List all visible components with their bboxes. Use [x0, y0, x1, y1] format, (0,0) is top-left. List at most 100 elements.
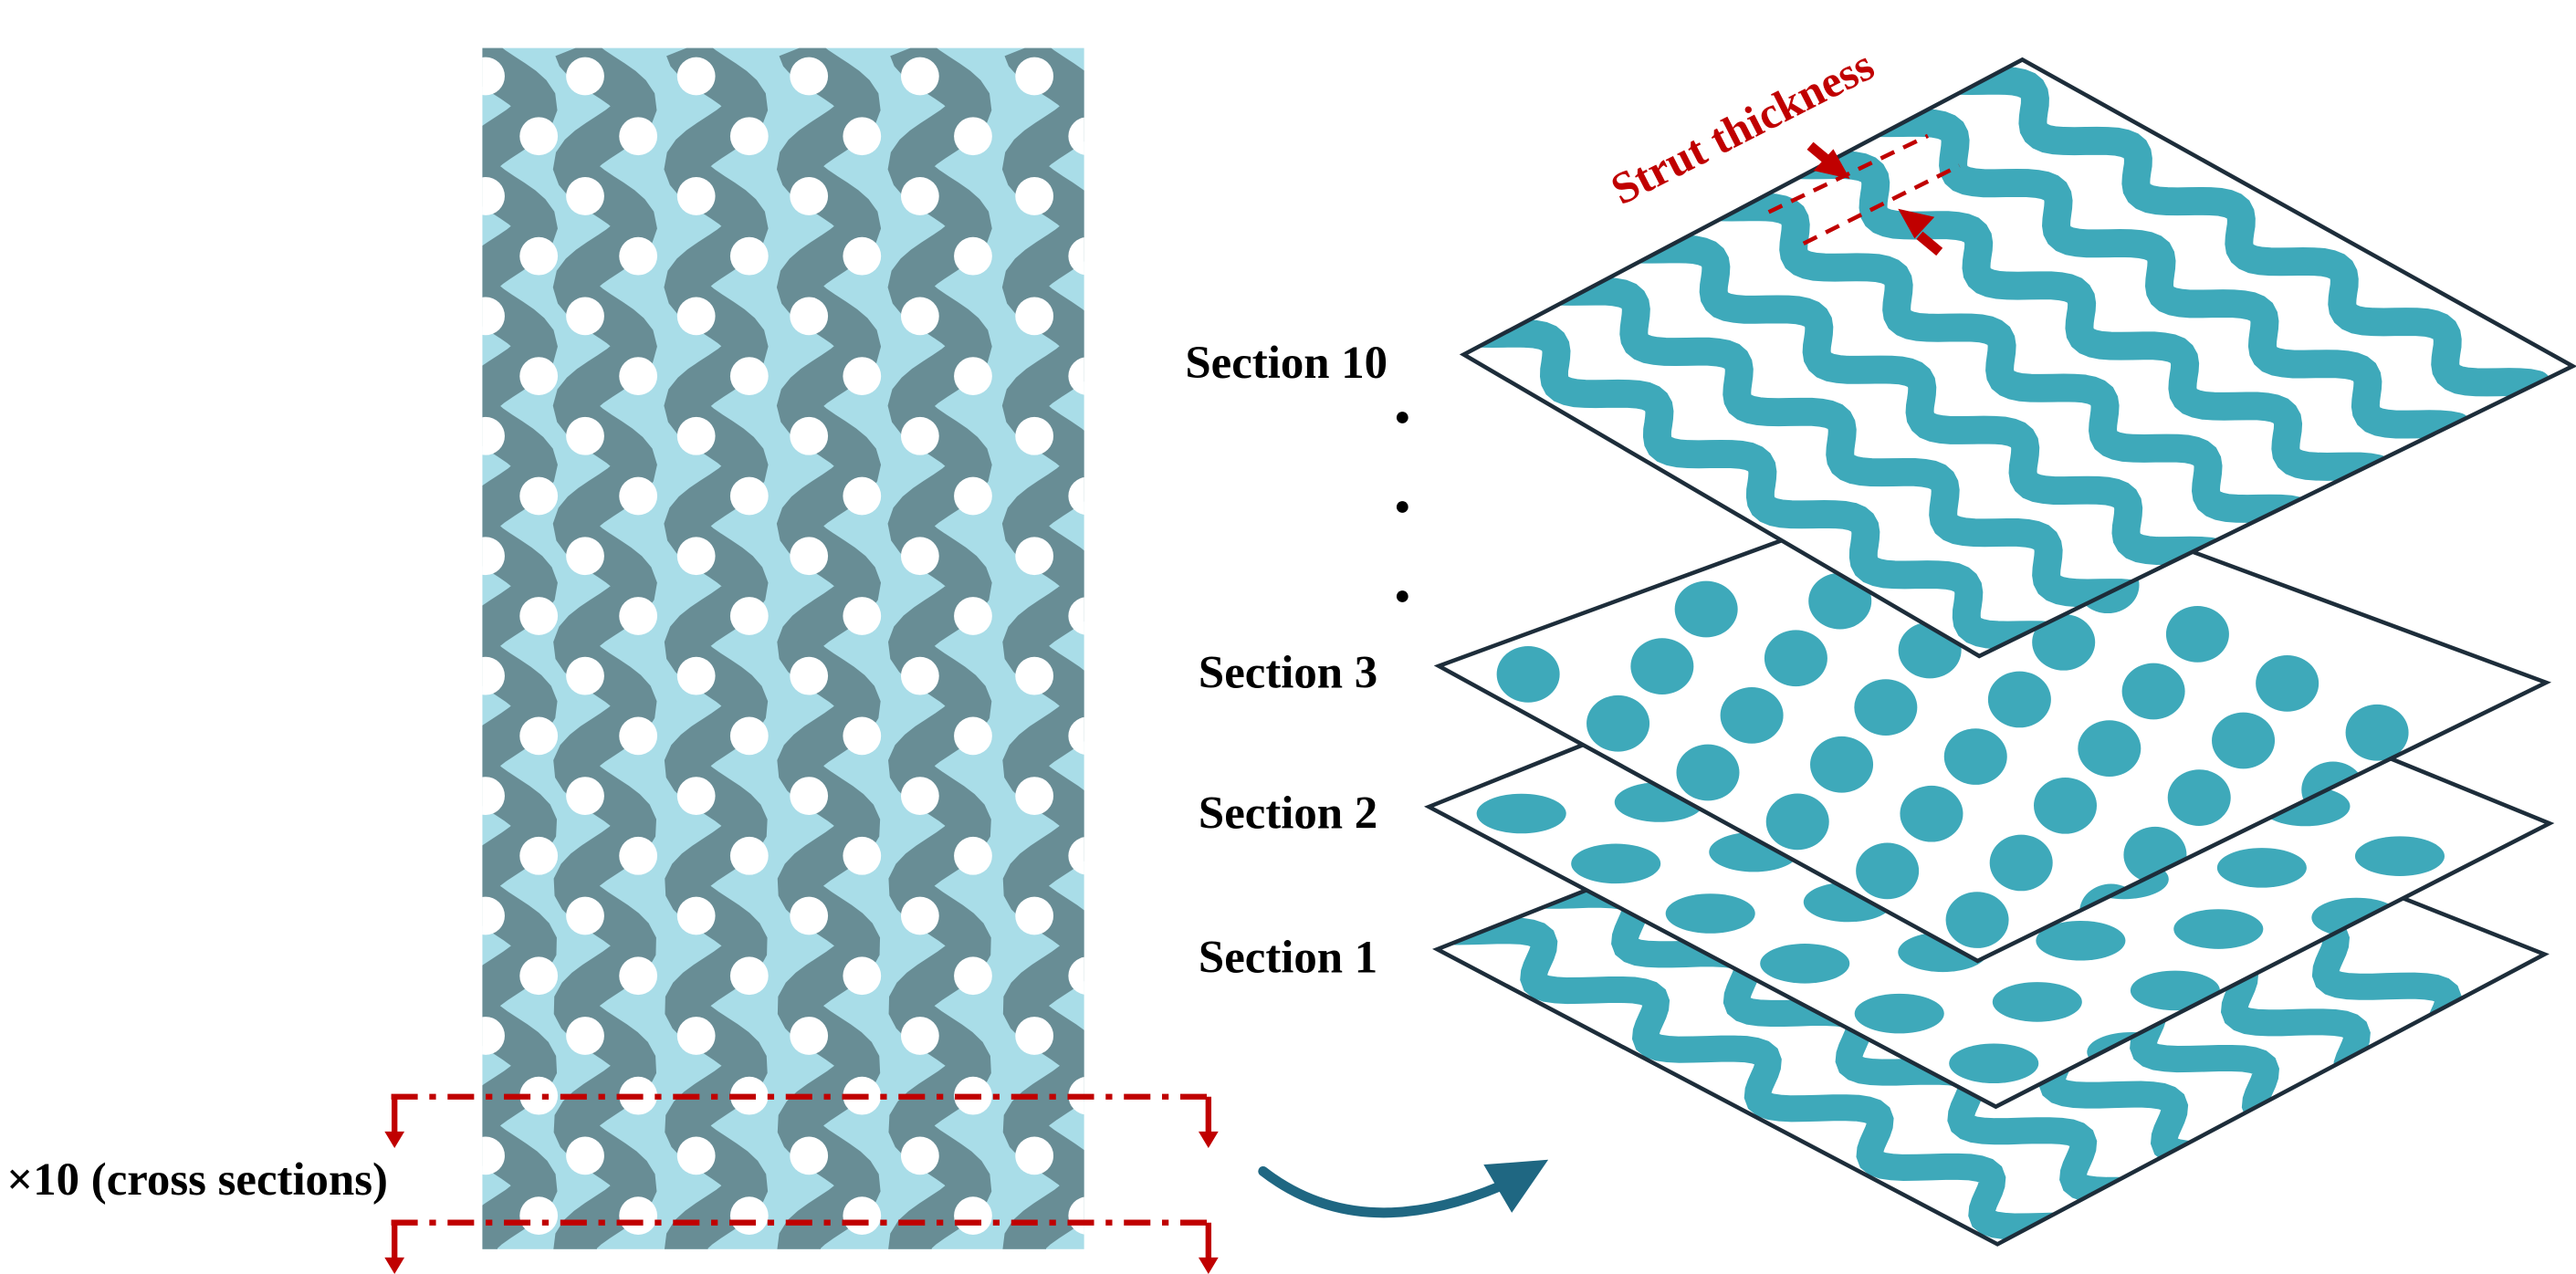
lattice-hole: [729, 597, 769, 635]
lattice-hole: [482, 416, 505, 455]
section-10-label: Section 10: [1185, 337, 1387, 388]
lattice-hole: [1015, 1257, 1053, 1274]
lattice-hole: [1015, 777, 1054, 815]
lattice-hole: [619, 476, 658, 516]
lattice-hole: [1068, 956, 1084, 995]
ellipsis-dot: [1396, 412, 1408, 423]
lattice-hole: [843, 236, 882, 276]
lattice-hole: [676, 297, 716, 336]
lattice-hole: [1015, 537, 1054, 576]
lattice-hole: [954, 476, 992, 516]
strut-stripe: [1505, 877, 2196, 1205]
lattice-hole: [790, 297, 829, 336]
strut-arrow-up-icon: [1898, 208, 1935, 239]
lattice-hole: [729, 236, 769, 276]
lattice-hole: [482, 896, 505, 935]
strut-blob: [2078, 720, 2141, 778]
lattice-hole: [900, 896, 939, 935]
lattice-hole: [729, 117, 769, 156]
lattice-hole: [954, 597, 992, 635]
lattice-hole: [954, 117, 992, 156]
lattice-hole: [900, 177, 939, 215]
lattice-hole: [901, 1257, 939, 1274]
strut-blob: [1665, 893, 1755, 934]
strut-blob: [1630, 638, 1694, 694]
strut-blob: [1943, 728, 2007, 785]
lattice-hole: [790, 1017, 829, 1055]
lattice-hole: [729, 476, 769, 516]
plane-section-10: [1459, 57, 2576, 659]
strut-blob: [2034, 777, 2098, 834]
curved-arrow-head-icon: [1483, 1159, 1549, 1213]
lattice-hole: [1015, 1017, 1054, 1055]
lattice-hole: [619, 357, 658, 395]
lattice-hole: [1015, 1136, 1054, 1175]
lattice-hole: [900, 537, 939, 576]
lattice-hole: [482, 297, 505, 336]
strut-stripe: [1437, 914, 2105, 1241]
lattice-hole: [843, 117, 882, 156]
lattice-hole: [482, 1136, 505, 1175]
lattice-hole: [790, 777, 829, 815]
lattice-hole: [1068, 117, 1084, 155]
lattice-hole: [566, 537, 604, 576]
lattice-hole: [1068, 597, 1084, 635]
lattice-hole: [519, 236, 559, 276]
lattice-hole: [519, 117, 559, 156]
strut-blob: [1856, 842, 1920, 900]
lattice-hole: [954, 236, 992, 276]
strut-blob: [1496, 645, 1560, 703]
curved-arrow-shaft: [1258, 1166, 1505, 1218]
transition-arrow: [1258, 1159, 1549, 1218]
lattice-hole: [1015, 656, 1054, 695]
lattice-tunnel: [482, 47, 558, 1249]
ellipsis-dot: [1396, 590, 1408, 602]
lattice-hole: [676, 416, 716, 455]
lattice-hole: [676, 896, 716, 935]
strut-blob: [2130, 970, 2220, 1011]
lattice-hole: [676, 656, 716, 695]
strut-blob: [1900, 785, 1963, 842]
strut-blob: [1987, 671, 2051, 728]
lattice-hole: [566, 57, 604, 96]
lattice-hole: [729, 836, 769, 875]
lattice-hole: [619, 597, 658, 635]
lattice-hole: [900, 57, 939, 96]
strut-arrow-down-icon: [1813, 149, 1850, 180]
lattice-hole: [790, 1257, 828, 1274]
strut-stripe: [1843, 104, 2472, 441]
strut-stripe: [1922, 61, 2551, 399]
strut-blob: [1764, 630, 1827, 687]
lattice-hole: [790, 1136, 829, 1175]
strut-blob: [1720, 687, 1784, 744]
arrowhead-icon: [1198, 1257, 1219, 1274]
lattice-hole: [482, 1017, 505, 1055]
ellipsis-dot: [1396, 501, 1408, 513]
lattice-tunnel: [776, 47, 882, 1249]
strut-blob: [2345, 704, 2409, 761]
lattice-hole: [519, 597, 559, 635]
strut-stripe: [1683, 188, 2312, 526]
strut-blob: [1945, 892, 2009, 948]
lattice-hole: [466, 1257, 505, 1274]
lattice-hole: [1015, 57, 1054, 96]
lattice-hole: [843, 1196, 882, 1235]
lattice-tunnel: [552, 47, 657, 1249]
lattice-hole: [843, 476, 882, 516]
lattice-tunnel: [1001, 47, 1084, 1249]
lattice-hole: [1015, 297, 1054, 336]
strut-blob: [2216, 848, 2307, 888]
lattice-hole: [566, 896, 604, 935]
strut-blob: [1476, 793, 1566, 834]
lattice-hole: [519, 1076, 559, 1115]
lattice-hole: [519, 357, 559, 395]
strut-blob: [1992, 982, 2082, 1022]
section-3-label: Section 3: [1199, 646, 1377, 697]
strut-blob: [1949, 1043, 2039, 1084]
strut-blob: [1674, 580, 1738, 638]
lattice-hole: [900, 1136, 939, 1175]
lattice-hole: [519, 716, 559, 756]
lattice-hole: [954, 357, 992, 395]
lattice-hole: [790, 537, 829, 576]
lattice-hole: [619, 836, 658, 875]
